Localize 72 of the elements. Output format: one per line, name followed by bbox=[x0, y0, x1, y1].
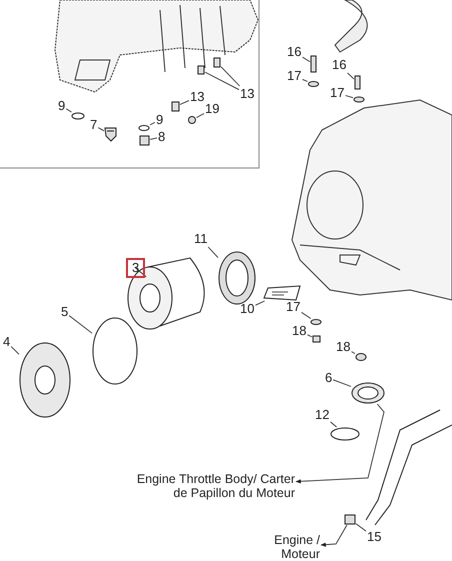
callout-number: 12 bbox=[315, 408, 330, 422]
callout-number: 11 bbox=[194, 232, 208, 246]
callout-number: 7 bbox=[90, 118, 98, 132]
clip-ring-drawing bbox=[138, 125, 150, 131]
leader-line bbox=[180, 100, 190, 105]
washer-drawing bbox=[308, 81, 319, 87]
leader-line bbox=[10, 346, 20, 355]
bolt-drawing bbox=[310, 56, 316, 72]
coupling-drawing bbox=[352, 382, 384, 404]
callout-number: 9 bbox=[156, 113, 164, 127]
callout-number: 15 bbox=[367, 530, 382, 544]
leader-line bbox=[307, 334, 312, 338]
callout-number: 6 bbox=[325, 371, 332, 385]
seal-ring-drawing bbox=[218, 252, 256, 304]
hose-clamp-drawing bbox=[330, 428, 360, 440]
callout-number: 3 bbox=[126, 258, 146, 278]
clip-drawing bbox=[172, 102, 180, 112]
callout-number: 16 bbox=[332, 58, 346, 72]
leader-line bbox=[196, 113, 204, 118]
callout-number: 13 bbox=[190, 90, 204, 104]
arrow bbox=[320, 524, 348, 547]
air-filter-drawing bbox=[128, 258, 205, 330]
drain-valve-drawing bbox=[104, 128, 116, 142]
leader-line bbox=[302, 56, 310, 62]
callout-number: 17 bbox=[287, 69, 302, 83]
callout-number: 17 bbox=[330, 86, 344, 100]
leader-line bbox=[332, 379, 352, 387]
destination-label: Engine Throttle Body/ Carter de Papillon du Moteur bbox=[120, 472, 295, 500]
callout-number: 9 bbox=[58, 99, 66, 113]
leader-line bbox=[347, 72, 354, 80]
leader-line bbox=[255, 300, 266, 306]
leader-line bbox=[66, 108, 72, 112]
o-ring-drawing bbox=[92, 318, 138, 384]
destination-label: Engine / Moteur bbox=[262, 533, 320, 561]
washer-drawing bbox=[310, 319, 322, 325]
leader-line bbox=[301, 312, 312, 319]
callout-number: 5 bbox=[61, 305, 68, 319]
filter-cover-drawing bbox=[20, 342, 70, 418]
nut-drawing bbox=[356, 353, 366, 361]
leader-line bbox=[135, 268, 147, 278]
callout-number: 10 bbox=[240, 302, 254, 316]
callout-number: 17 bbox=[286, 300, 300, 314]
callout-number: 18 bbox=[292, 324, 306, 338]
leader-line bbox=[345, 95, 354, 98]
plug-drawing bbox=[140, 136, 150, 146]
callout-number: 4 bbox=[3, 335, 10, 349]
leader-line bbox=[150, 137, 158, 140]
leader-line bbox=[98, 127, 104, 132]
callout-number: 8 bbox=[158, 130, 166, 144]
leader-line bbox=[208, 246, 218, 258]
callout-number: 18 bbox=[336, 340, 350, 354]
leader-line bbox=[330, 421, 338, 428]
leader-line bbox=[220, 66, 240, 86]
callout-number: 13 bbox=[240, 87, 254, 101]
leader-line bbox=[204, 72, 240, 90]
washer-drawing bbox=[354, 96, 364, 102]
cap-drawing bbox=[188, 116, 196, 124]
clip-ring-drawing bbox=[72, 112, 84, 120]
callout-number: 19 bbox=[205, 102, 220, 116]
leader-line bbox=[302, 78, 308, 82]
screw-drawing bbox=[198, 66, 204, 74]
leader-line bbox=[356, 523, 366, 532]
callout-number: 16 bbox=[287, 45, 302, 59]
bolt-drawing bbox=[354, 76, 360, 90]
nut-drawing bbox=[312, 336, 320, 342]
screw-drawing bbox=[214, 58, 220, 68]
label-sticker-drawing bbox=[263, 285, 301, 301]
leader-line bbox=[68, 315, 92, 334]
arrow bbox=[295, 404, 384, 484]
leader-line bbox=[150, 122, 156, 126]
leader-line bbox=[351, 351, 356, 354]
hose-clamp-drawing bbox=[344, 514, 356, 524]
